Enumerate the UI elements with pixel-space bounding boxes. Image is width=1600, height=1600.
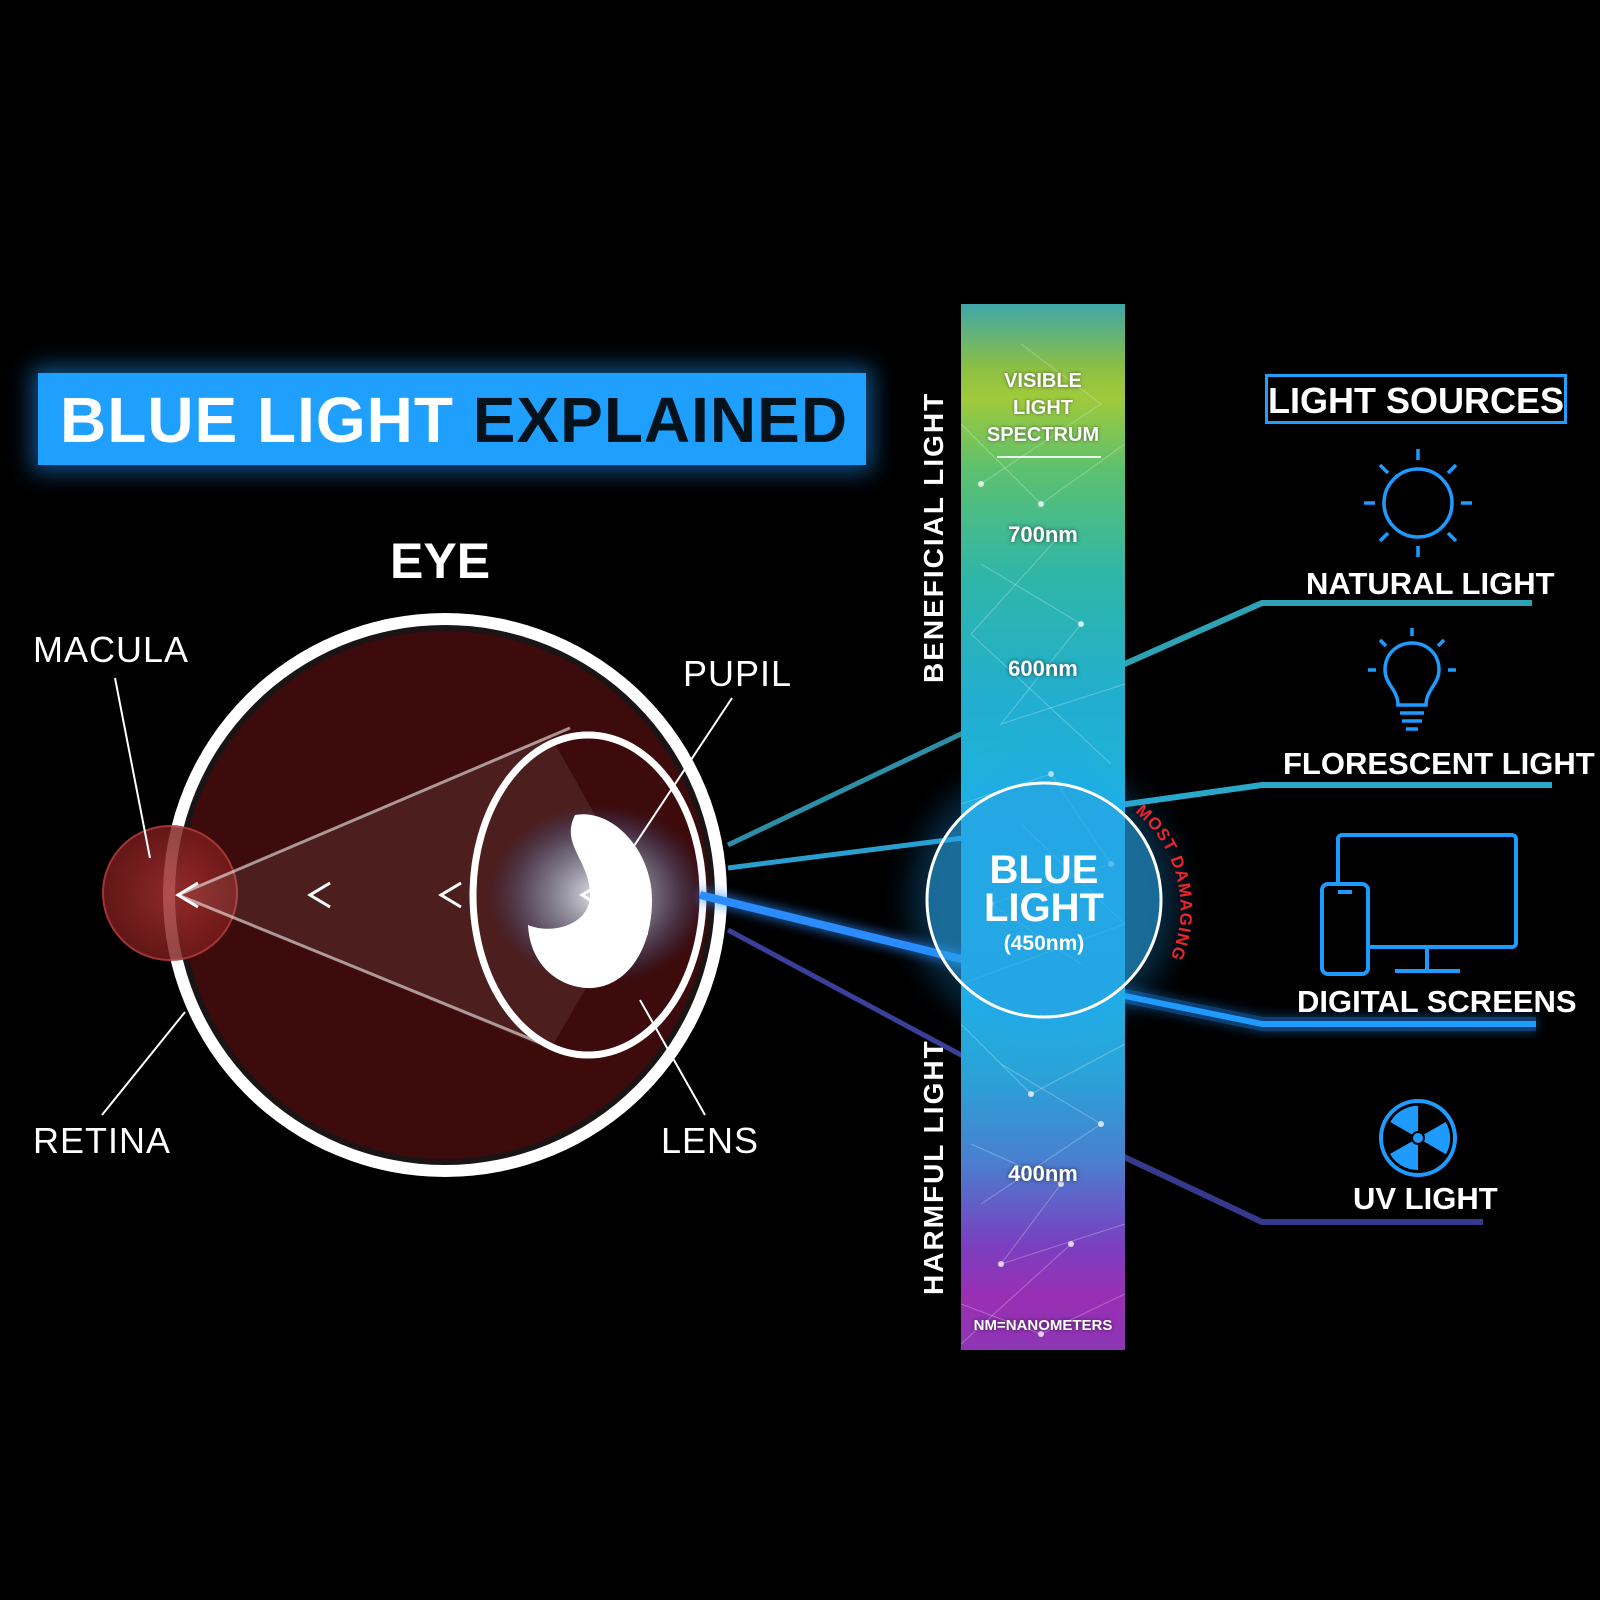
spectrum-heading-line-3: SPECTRUM <box>986 424 1100 446</box>
light-sources-heading-box: LIGHT SOURCES <box>1265 374 1567 424</box>
connector-natural-light <box>1118 600 1532 669</box>
arrow-icon <box>307 881 331 909</box>
title-banner: BLUE LIGHT EXPLAINED <box>38 373 866 465</box>
cone-edge-upper <box>177 726 571 897</box>
source-label-natural-light: NATURAL LIGHT <box>1306 566 1555 601</box>
cone-edge-lower <box>177 893 571 1057</box>
title-part-2: EXPLAINED <box>472 384 849 456</box>
tick-400nm: 400nm <box>1008 1161 1078 1186</box>
connector-eye-upper <box>726 730 965 848</box>
spectrum-footnote: NM=NANOMETERS <box>973 1317 1113 1334</box>
connector-florescent-light <box>1119 782 1552 808</box>
spectrum-heading-line-1: VISIBLE <box>1004 370 1082 392</box>
macula-pointer <box>114 677 151 859</box>
retina-pointer <box>101 1011 186 1116</box>
arrow-icon <box>438 881 462 909</box>
source-label-florescent-light: FLORESCENT LIGHT <box>1283 746 1595 781</box>
arrow-icon <box>579 881 603 909</box>
source-label-digital-screens: DIGITAL SCREENS <box>1297 984 1577 1019</box>
light-sources-heading: LIGHT SOURCES <box>1268 380 1565 421</box>
beneficial-light-label: BENEFICIAL LIGHT <box>918 391 949 683</box>
eye-title: EYE <box>390 533 491 589</box>
harmful-light-label: HARMFUL LIGHT <box>918 1039 949 1295</box>
spectrum-heading-line-2: LIGHT <box>1013 397 1073 419</box>
blue-light-wavelength: (450nm) <box>1003 932 1085 955</box>
blue-light-label-line-1: BLUE <box>989 848 1099 892</box>
connector-eye-lower <box>726 927 965 1059</box>
source-label-uv-light: UV LIGHT <box>1353 1181 1498 1216</box>
tick-600nm: 600nm <box>1008 656 1078 681</box>
lens-pointer <box>639 999 706 1116</box>
retina-label: RETINA <box>33 1120 172 1161</box>
tick-700nm: 700nm <box>1008 522 1078 547</box>
pupil-label: PUPIL <box>683 653 793 694</box>
blue-light-label-line-2: LIGHT <box>984 886 1104 930</box>
light-spectrum-bar: VISIBLE LIGHT SPECTRUM 700nm 600nm 400nm… <box>961 304 1125 1350</box>
arrow-icon <box>175 881 199 909</box>
macula-label: MACULA <box>33 629 190 670</box>
pupil-pointer <box>627 697 733 856</box>
spectrum-heading-rule <box>997 456 1101 458</box>
connector-uv-light <box>1118 1152 1483 1225</box>
title-part-1: BLUE LIGHT <box>60 384 454 456</box>
page-title: BLUE LIGHT EXPLAINED <box>60 385 848 455</box>
arrowhead-icon <box>628 915 648 935</box>
lens-label: LENS <box>661 1120 760 1161</box>
spectrum-network-pattern <box>961 343 1125 1345</box>
